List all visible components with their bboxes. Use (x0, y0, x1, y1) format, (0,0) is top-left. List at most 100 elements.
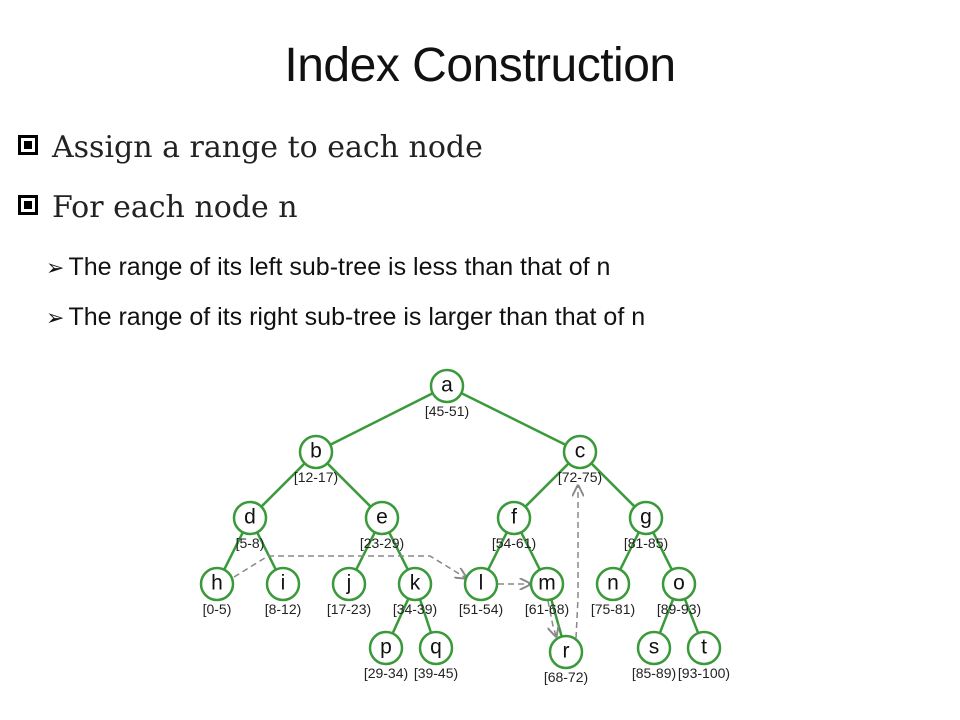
node-range-label: [5-8) (236, 535, 265, 551)
node-range-label: [12-17) (294, 469, 338, 485)
node-circle (331, 566, 367, 602)
bullet-for-each-node: For each node n (18, 190, 298, 225)
edge-g-o (652, 531, 673, 571)
sub-bullet-right-subtree: ➢The range of its right sub-tree is larg… (46, 303, 645, 332)
node-range-label: [0-5) (203, 601, 232, 617)
tree-node-s: s [85-89) (632, 630, 676, 681)
edge-k-q (418, 598, 433, 634)
square-bullet-icon (18, 195, 38, 215)
node-circle (265, 566, 301, 602)
node-label: f (511, 506, 517, 529)
edge-o-s (658, 598, 675, 634)
node-label: d (244, 506, 256, 529)
edge-f-m (520, 531, 541, 571)
tree-node-e: e[23-29) (360, 500, 404, 551)
node-label: n (607, 572, 619, 595)
node-circle (418, 630, 454, 666)
node-circle (661, 566, 697, 602)
slide-title: Index Construction (284, 39, 676, 92)
edge-d-h (223, 531, 244, 571)
node-range-label: [68-72) (544, 669, 588, 685)
node-circle (548, 634, 584, 670)
tree-node-r: r[68-72) (544, 634, 588, 685)
node-range-label: [29-34) (364, 665, 408, 681)
node-circle (496, 500, 532, 536)
node-label: k (410, 572, 421, 595)
tree-edges (223, 391, 700, 637)
node-label: q (430, 636, 442, 659)
tree-node-k: k [34-39) (393, 566, 437, 617)
node-circle (686, 630, 722, 666)
node-label: t (701, 636, 707, 659)
node-label: i (281, 572, 286, 595)
node-label: m (538, 572, 556, 595)
node-circle (429, 368, 465, 404)
node-circle (364, 500, 400, 536)
tree-node-p: p [29-34) (364, 630, 408, 681)
edge-c-f (524, 462, 570, 508)
node-circle (232, 500, 268, 536)
node-circle (529, 566, 565, 602)
tree-node-o: o [89-93) (657, 566, 701, 617)
node-circle (298, 434, 334, 470)
node-range-label: [34-39) (393, 601, 437, 617)
edge-d-i (256, 531, 277, 571)
node-range-label: [81-85) (624, 535, 668, 551)
node-circle (628, 500, 664, 536)
node-circle (562, 434, 598, 470)
bullet-assign-range: Assign a range to each node (18, 130, 483, 165)
tree-node-j: j[17-23) (327, 566, 371, 617)
node-circle (595, 566, 631, 602)
node-range-label: [54-61) (492, 535, 536, 551)
tree-node-d: d [5-8) (232, 500, 268, 551)
node-range-label: [51-54) (459, 601, 503, 617)
tree-node-h: h [0-5) (199, 566, 235, 617)
sub-bullet-text: The range of its right sub-tree is large… (68, 303, 646, 331)
node-circle (368, 630, 404, 666)
edge-e-j (355, 531, 376, 571)
node-range-label: [93-100) (678, 665, 730, 681)
node-label: b (310, 440, 322, 463)
arrow-bullet-icon: ➢ (46, 255, 65, 280)
sub-bullet-left-subtree: ➢The range of its left sub-tree is less … (46, 253, 610, 282)
sub-bullet-text: The range of its left sub-tree is less t… (68, 253, 611, 281)
tree-node-q: q [39-45) (414, 630, 458, 681)
node-label: s (649, 636, 660, 659)
node-range-label: [17-23) (327, 601, 371, 617)
arrow-bullet-icon: ➢ (46, 305, 65, 330)
tree-node-t: t [93-100) (678, 630, 730, 681)
node-label: g (640, 506, 652, 529)
tree-node-n: n[75-81) (591, 566, 635, 617)
node-label: a (441, 374, 453, 397)
edge-f-l (487, 531, 508, 571)
tree-node-g: g [81-85) (624, 500, 668, 551)
node-range-label: [8-12) (265, 601, 302, 617)
node-label: e (376, 506, 388, 529)
tree-nodes: a[45-51) b [12-17) c[72-75) d [5-8) e[23-29) f [… (199, 368, 730, 685)
edge-g-n (619, 531, 640, 571)
edge-a-c (460, 391, 567, 447)
edge-m-r (550, 599, 563, 637)
node-circle (397, 566, 433, 602)
edge-e-k (388, 531, 409, 571)
tree-node-c: c[72-75) (558, 434, 602, 485)
tree-node-b: b [12-17) (294, 434, 338, 485)
node-circle (199, 566, 235, 602)
node-label: c (575, 440, 586, 463)
tree-node-a: a[45-51) (425, 368, 469, 419)
edge-a-b (329, 392, 434, 446)
node-range-label: [39-45) (414, 665, 458, 681)
node-label: o (673, 572, 685, 595)
node-range-label: [85-89) (632, 665, 676, 681)
node-label: p (380, 636, 392, 659)
node-label: h (211, 572, 223, 595)
tree-node-i: i [8-12) (265, 566, 302, 617)
node-range-label: [89-93) (657, 601, 701, 617)
traversal-arrow-h-l (233, 555, 466, 578)
traversal-path (233, 486, 578, 639)
edge-k-p (391, 598, 410, 634)
node-circle (636, 630, 672, 666)
traversal-arrow-r-c (576, 486, 578, 639)
edge-o-t (683, 598, 700, 634)
